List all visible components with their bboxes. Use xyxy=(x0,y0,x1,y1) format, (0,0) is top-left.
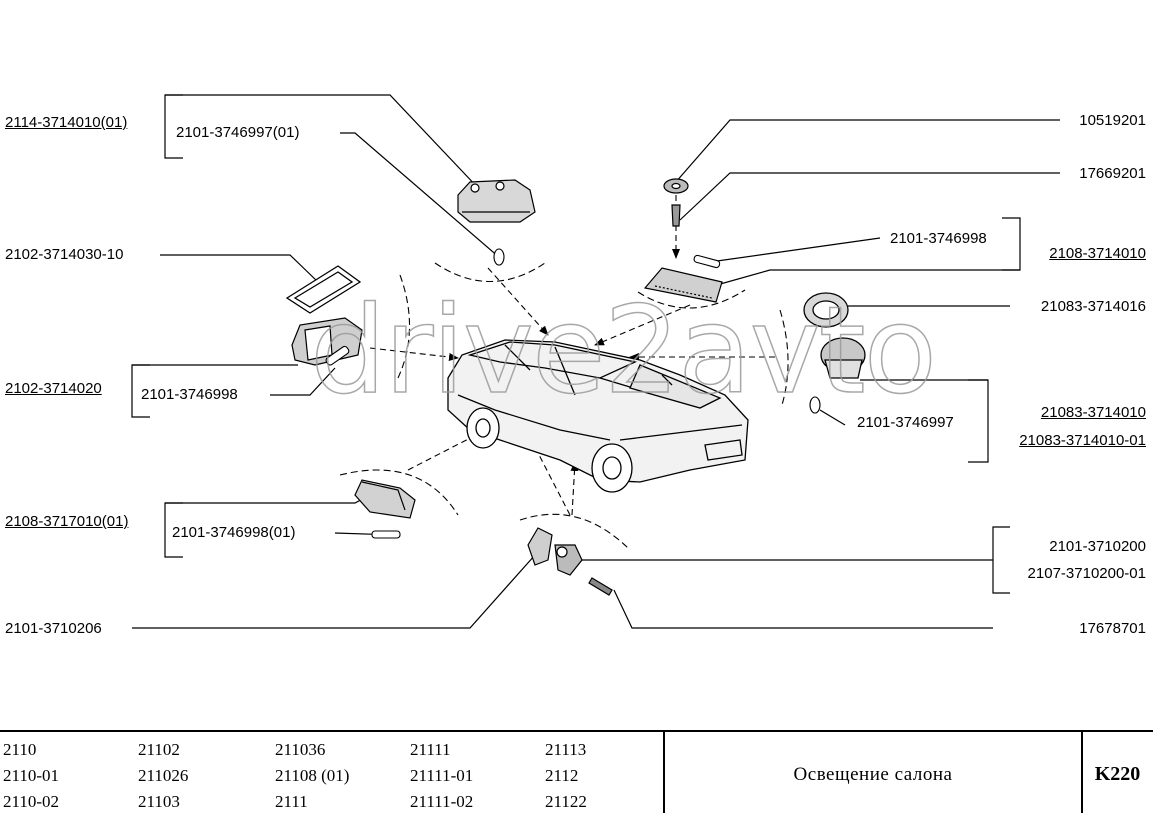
label-2101-3746998-01: 2101-3746998(01) xyxy=(172,524,296,541)
bulb-2101-3746998-01 xyxy=(371,530,401,539)
model-item: 211026 xyxy=(138,766,189,785)
label-21083-3714016: 21083-3714016 xyxy=(1040,298,1146,315)
model-item: 21111-01 xyxy=(410,766,474,785)
label-21083-3714010-01: 21083-3714010-01 xyxy=(1019,432,1146,449)
model-item: 2112 xyxy=(545,766,579,785)
model-item: 21102 xyxy=(138,740,180,759)
label-2114-3714010: 2114-3714010(01) xyxy=(5,114,128,131)
label-2101-3710200: 2101-3710200 xyxy=(1049,538,1146,555)
label-2101-3746998-left: 2101-3746998 xyxy=(141,386,238,403)
lamp-21083-3714010 xyxy=(820,337,866,379)
model-item: 2111 xyxy=(275,792,308,811)
label-2102-3714020: 2102-3714020 xyxy=(5,380,102,397)
label-17669201: 17669201 xyxy=(1079,165,1146,182)
model-item: 21108 (01) xyxy=(275,766,350,785)
label-10519201: 10519201 xyxy=(1079,112,1146,129)
model-item: 2110-01 xyxy=(3,766,60,785)
model-item: 2110-02 xyxy=(3,792,60,811)
door-switch xyxy=(527,527,583,576)
bulb-2101-3746997 xyxy=(809,396,821,414)
model-item: 21122 xyxy=(545,792,587,811)
watermark: drive2avto xyxy=(309,282,938,421)
model-item: 21111-02 xyxy=(410,792,474,811)
lamp-2108-3717010 xyxy=(354,479,416,519)
ring-21083-3714016 xyxy=(803,292,849,328)
label-2101-3746997-01: 2101-3746997(01) xyxy=(176,124,300,141)
model-item: 211036 xyxy=(275,740,326,759)
label-2102-3714030-10: 2102-3714030-10 xyxy=(5,246,124,263)
bulb-festoon-top xyxy=(493,248,505,266)
car-illustration xyxy=(447,339,749,493)
bulb-left-middle xyxy=(325,345,350,366)
lens-2102-3714030 xyxy=(285,265,362,314)
model-item: 21113 xyxy=(545,740,587,759)
bulb-right-top xyxy=(693,254,721,269)
label-2108-3717010: 2108-3717010(01) xyxy=(5,513,129,530)
label-2108-3714010: 2108-3714010 xyxy=(1049,245,1146,262)
label-2107-3710200-01: 2107-3710200-01 xyxy=(1027,565,1146,582)
label-17678701: 17678701 xyxy=(1079,620,1146,637)
zone-arcs xyxy=(339,262,789,551)
nut-10519201 xyxy=(663,178,689,194)
model-item: 21111 xyxy=(410,740,451,759)
ceiling-lamp-2114 xyxy=(457,179,536,223)
screw-17678701 xyxy=(588,577,613,596)
page-title: Освещение салона xyxy=(793,764,953,785)
screw-17669201 xyxy=(671,204,681,227)
leader-lines xyxy=(131,94,1060,629)
model-item: 21103 xyxy=(138,792,180,811)
lamp-2108-3714010 xyxy=(643,267,723,303)
model-item: 2110 xyxy=(3,740,37,759)
page-code: K220 xyxy=(1094,763,1141,785)
label-2101-3746997: 2101-3746997 xyxy=(857,414,954,431)
label-2101-3710206: 2101-3710206 xyxy=(5,620,102,637)
label-2101-3746998-right: 2101-3746998 xyxy=(890,230,987,247)
label-21083-3714010: 21083-3714010 xyxy=(1040,404,1146,421)
